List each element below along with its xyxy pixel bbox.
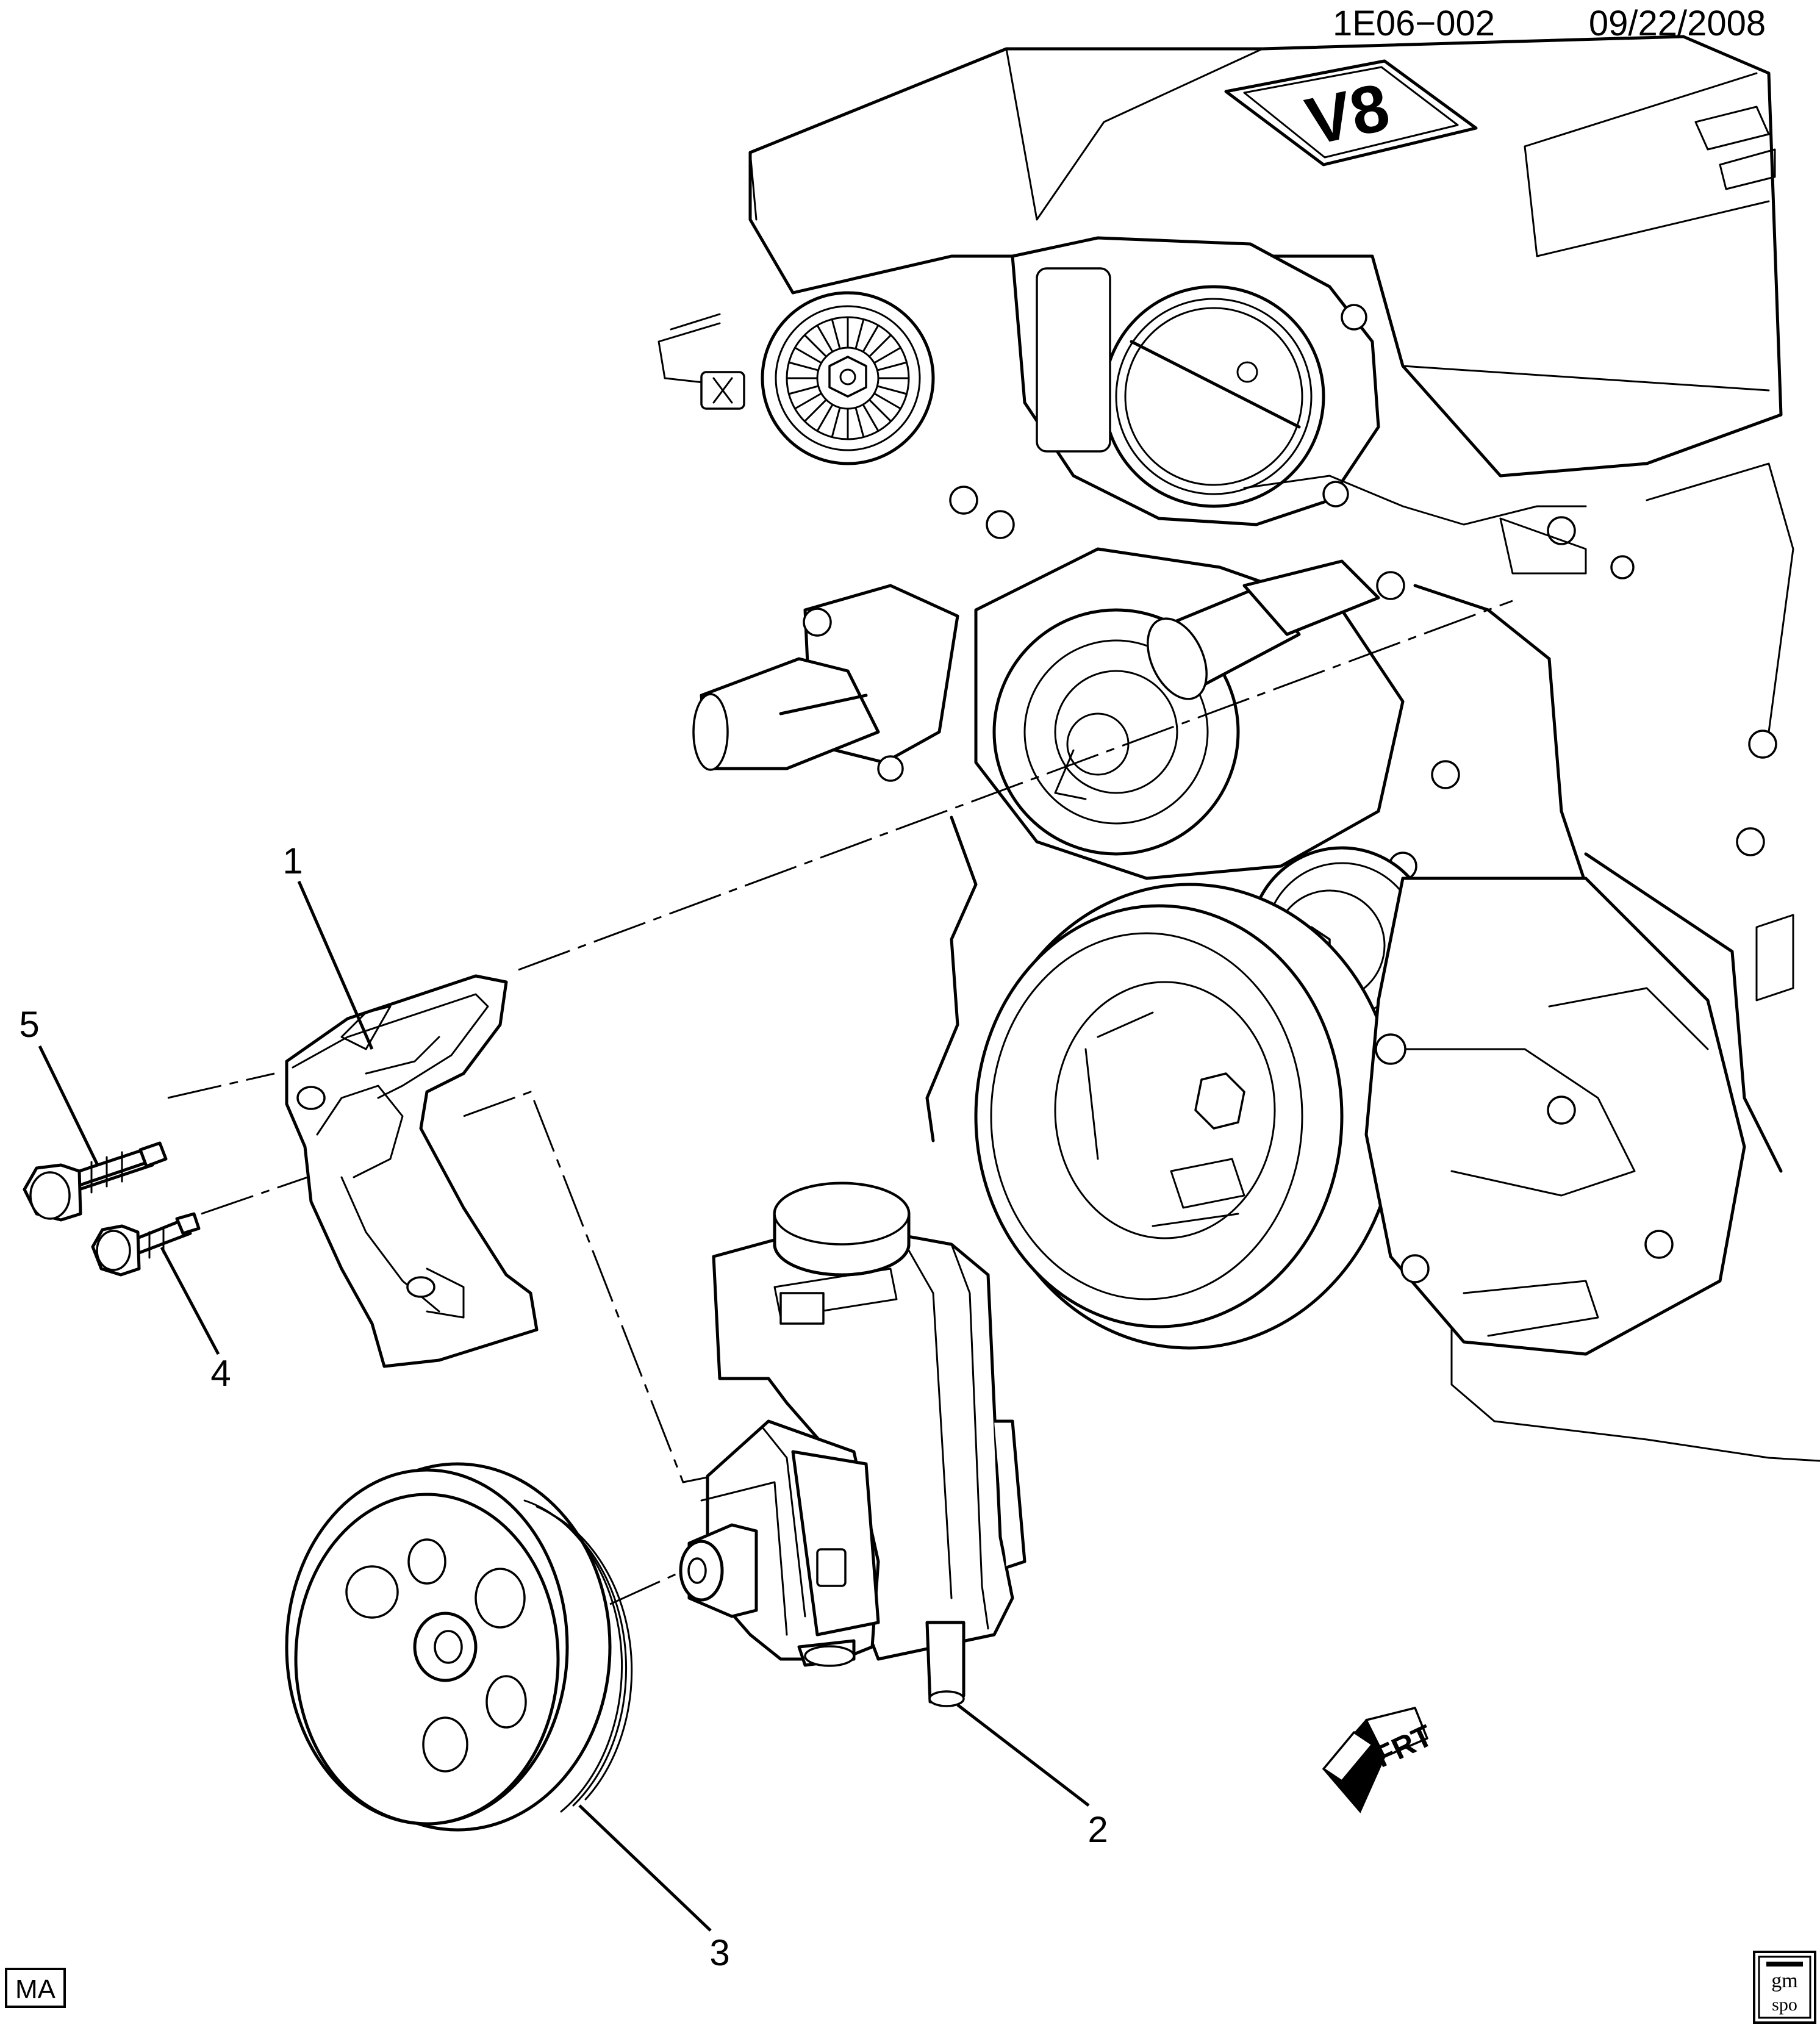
v8-emblem-text: V8 [1300, 69, 1395, 159]
gm-logo-line2: spo [1772, 1995, 1797, 2015]
callout-1: 1 [282, 841, 374, 1050]
callout-3: 3 [578, 1804, 730, 1973]
pulley-spoke [795, 393, 822, 409]
pulley-spoke [789, 385, 819, 395]
thermostat-housing [692, 584, 959, 782]
pulley-spoke [869, 400, 891, 421]
power-steering-pulley [285, 1462, 633, 1832]
pulley-spoke [804, 400, 826, 421]
bolt-short [91, 1212, 201, 1277]
pulley-spoke [874, 347, 901, 364]
callout-2-number: 2 [1087, 1809, 1108, 1850]
pulley-spoke [831, 407, 841, 437]
centerline-bracket-to-engine [518, 600, 1513, 971]
pulley-spoke [789, 362, 819, 371]
crankshaft-balancer [974, 883, 1399, 1350]
pulley-spoke [862, 404, 879, 431]
pulley-spoke [817, 325, 833, 352]
callout-2: 2 [956, 1704, 1108, 1850]
pulley-spoke [831, 319, 841, 349]
pulley-spoke [817, 404, 833, 431]
gm-logo-line1: gm [1771, 1970, 1797, 1992]
callout-5: 5 [19, 1004, 99, 1166]
front-direction-arrow-icon: FRT [1322, 1707, 1438, 1813]
pulley-spoke [877, 385, 907, 395]
gm-spo-logo-icon: gm spo [1753, 1951, 1816, 2024]
engine-assembly: V8 [657, 35, 1820, 1462]
callout-5-number: 5 [19, 1004, 39, 1045]
diagram-id: 1E06−002 [1333, 4, 1495, 43]
callout-1-number: 1 [282, 841, 303, 881]
ac-compressor-bracket [1364, 877, 1746, 1356]
throttle-body [1011, 236, 1380, 526]
callout-3-number: 3 [709, 1932, 729, 1973]
pulley-spoke [877, 362, 907, 371]
power-steering-pump-bracket [285, 974, 539, 1368]
water-pump [949, 475, 1587, 881]
pulley-spoke [854, 407, 864, 437]
callout-4-number: 4 [210, 1353, 231, 1394]
pulley-spoke [804, 335, 826, 357]
v8-emblem: V8 [1224, 59, 1478, 167]
pulley-spoke [854, 319, 864, 349]
ma-badge: MA [5, 1968, 66, 2008]
centerline-bolt-5 [167, 1072, 275, 1099]
pulley-spoke [869, 335, 891, 357]
ma-badge-text: MA [15, 1974, 56, 2004]
power-steering-pump [679, 1181, 1026, 1707]
pulley-spoke [795, 347, 822, 364]
pulley-spoke [874, 393, 901, 409]
upper-idler-pulley [761, 291, 935, 465]
pulley-spoke [862, 325, 879, 352]
callout-4: 4 [160, 1246, 231, 1394]
bolt-long [23, 1141, 168, 1222]
